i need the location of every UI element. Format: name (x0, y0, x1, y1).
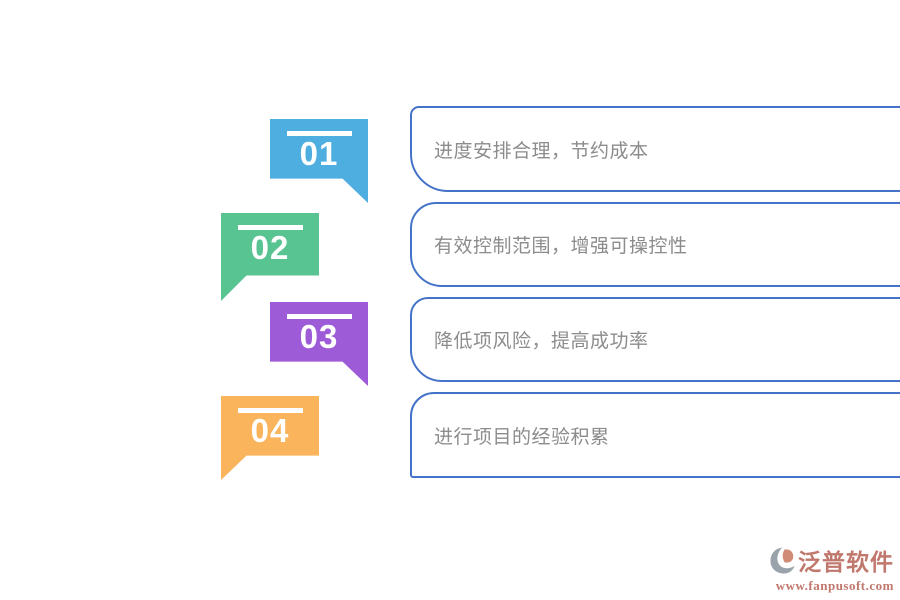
fanpu-watermark-logo: 泛普软件 www.fanpusoft.com (770, 547, 894, 593)
badge-number: 02 (250, 229, 290, 266)
badge-number: 04 (250, 412, 290, 449)
badge-01: 01 (270, 119, 368, 203)
textbox-04: 进行项目的经验积累 (410, 392, 900, 478)
badge-03: 03 (270, 302, 368, 386)
logo-name: 泛普软件 (798, 549, 894, 576)
badge-overline (286, 314, 352, 319)
badge-02: 02 (221, 213, 319, 301)
badge-number: 01 (299, 135, 339, 172)
badge-overline (237, 225, 303, 230)
textbox-01: 进度安排合理，节约成本 (410, 106, 900, 192)
textbox-label: 进度安排合理，节约成本 (434, 140, 649, 162)
badge-number: 03 (299, 318, 339, 355)
fanpu-swirl-logo-icon (770, 547, 795, 579)
textbox-label: 降低项风险，提高成功率 (434, 331, 649, 352)
textbox-label: 进行项目的经验积累 (434, 426, 610, 448)
textbox-03: 降低项风险，提高成功率 (410, 297, 900, 382)
textbox-02: 有效控制范围，增强可操控性 (410, 202, 900, 287)
textbox-label: 有效控制范围，增强可操控性 (434, 236, 688, 257)
badge-overline (237, 408, 303, 413)
logo-url: www.fanpusoft.com (775, 577, 894, 593)
badge-04: 04 (221, 396, 319, 480)
badge-overline (286, 131, 352, 136)
